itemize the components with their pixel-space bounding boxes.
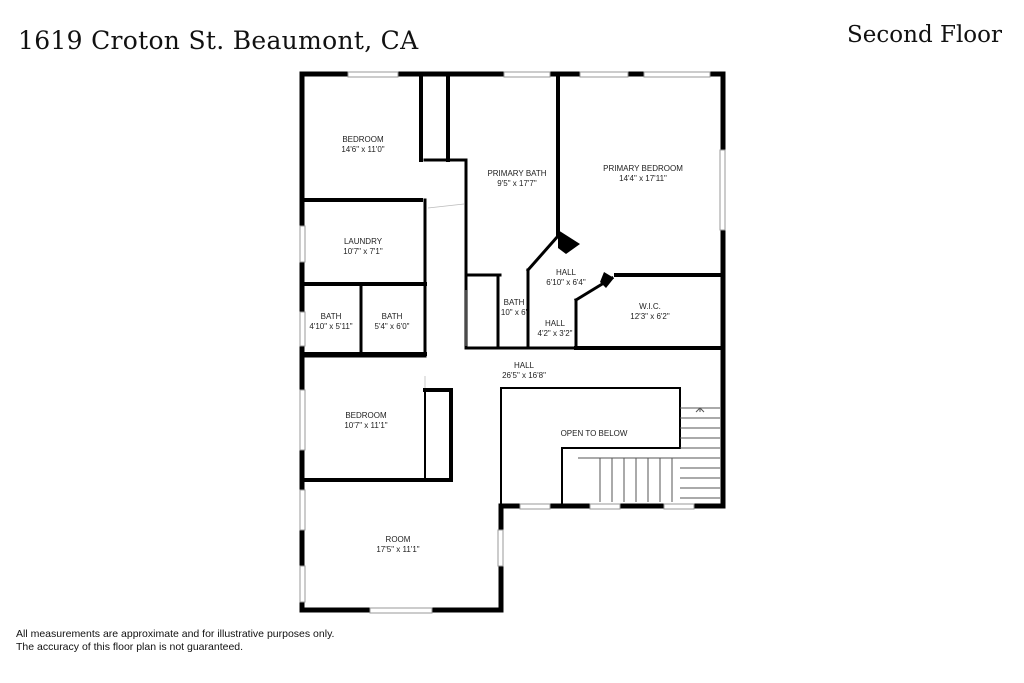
room-name: BATH [382,312,403,321]
room-name: PRIMARY BEDROOM [603,164,683,173]
staircase [578,407,720,502]
disclaimer-line-1: All measurements are approximate and for… [16,628,335,640]
room-name: BATH [321,312,342,321]
door-swings [424,203,467,388]
disclaimer: All measurements are approximate and for… [16,628,334,654]
room-dims: 10'7" x 7'1" [343,247,383,256]
room-name: LAUNDRY [344,237,383,246]
room-dims: 14'4" x 17'11" [619,174,667,183]
room-name: ROOM [386,535,411,544]
room-dims: 10" x 6' [501,308,528,317]
room-dims: 4'10" x 5'11" [309,322,352,331]
room-name: BEDROOM [342,135,384,144]
disclaimer-line-2: The accuracy of this floor plan is not g… [16,641,244,653]
room-name: HALL [545,319,566,328]
room-dims: 26'5" x 16'8" [502,371,546,380]
room-dims: 6'10" x 6'4" [546,278,586,287]
address-title: 1619 Croton St. Beaumont, CA [18,26,419,55]
room-name: OPEN TO BELOW [561,429,628,438]
room-name: PRIMARY BATH [487,169,546,178]
room-name: HALL [556,268,577,277]
room-labels: BEDROOM 14'6" x 11'0" PRIMARY BATH 9'5" … [309,135,683,554]
room-name: BATH [504,298,525,307]
room-dims: 17'5" x 11'1" [376,545,419,554]
room-dims: 4'2" x 3'2" [538,329,573,338]
floor-label: Second Floor [847,22,1002,48]
room-name: HALL [514,361,535,370]
hall-corner-posts [558,230,614,288]
room-dims: 12'3" x 6'2" [630,312,670,321]
walls [299,71,726,613]
room-dims: 9'5" x 17'7" [497,179,537,188]
room-name: W.I.C. [639,302,661,311]
room-dims: 10'7" x 11'1" [344,421,387,430]
room-dims: 14'6" x 11'0" [341,145,384,154]
room-dims: 5'4" x 6'0" [375,322,410,331]
room-name: BEDROOM [345,411,387,420]
windows [299,71,726,614]
